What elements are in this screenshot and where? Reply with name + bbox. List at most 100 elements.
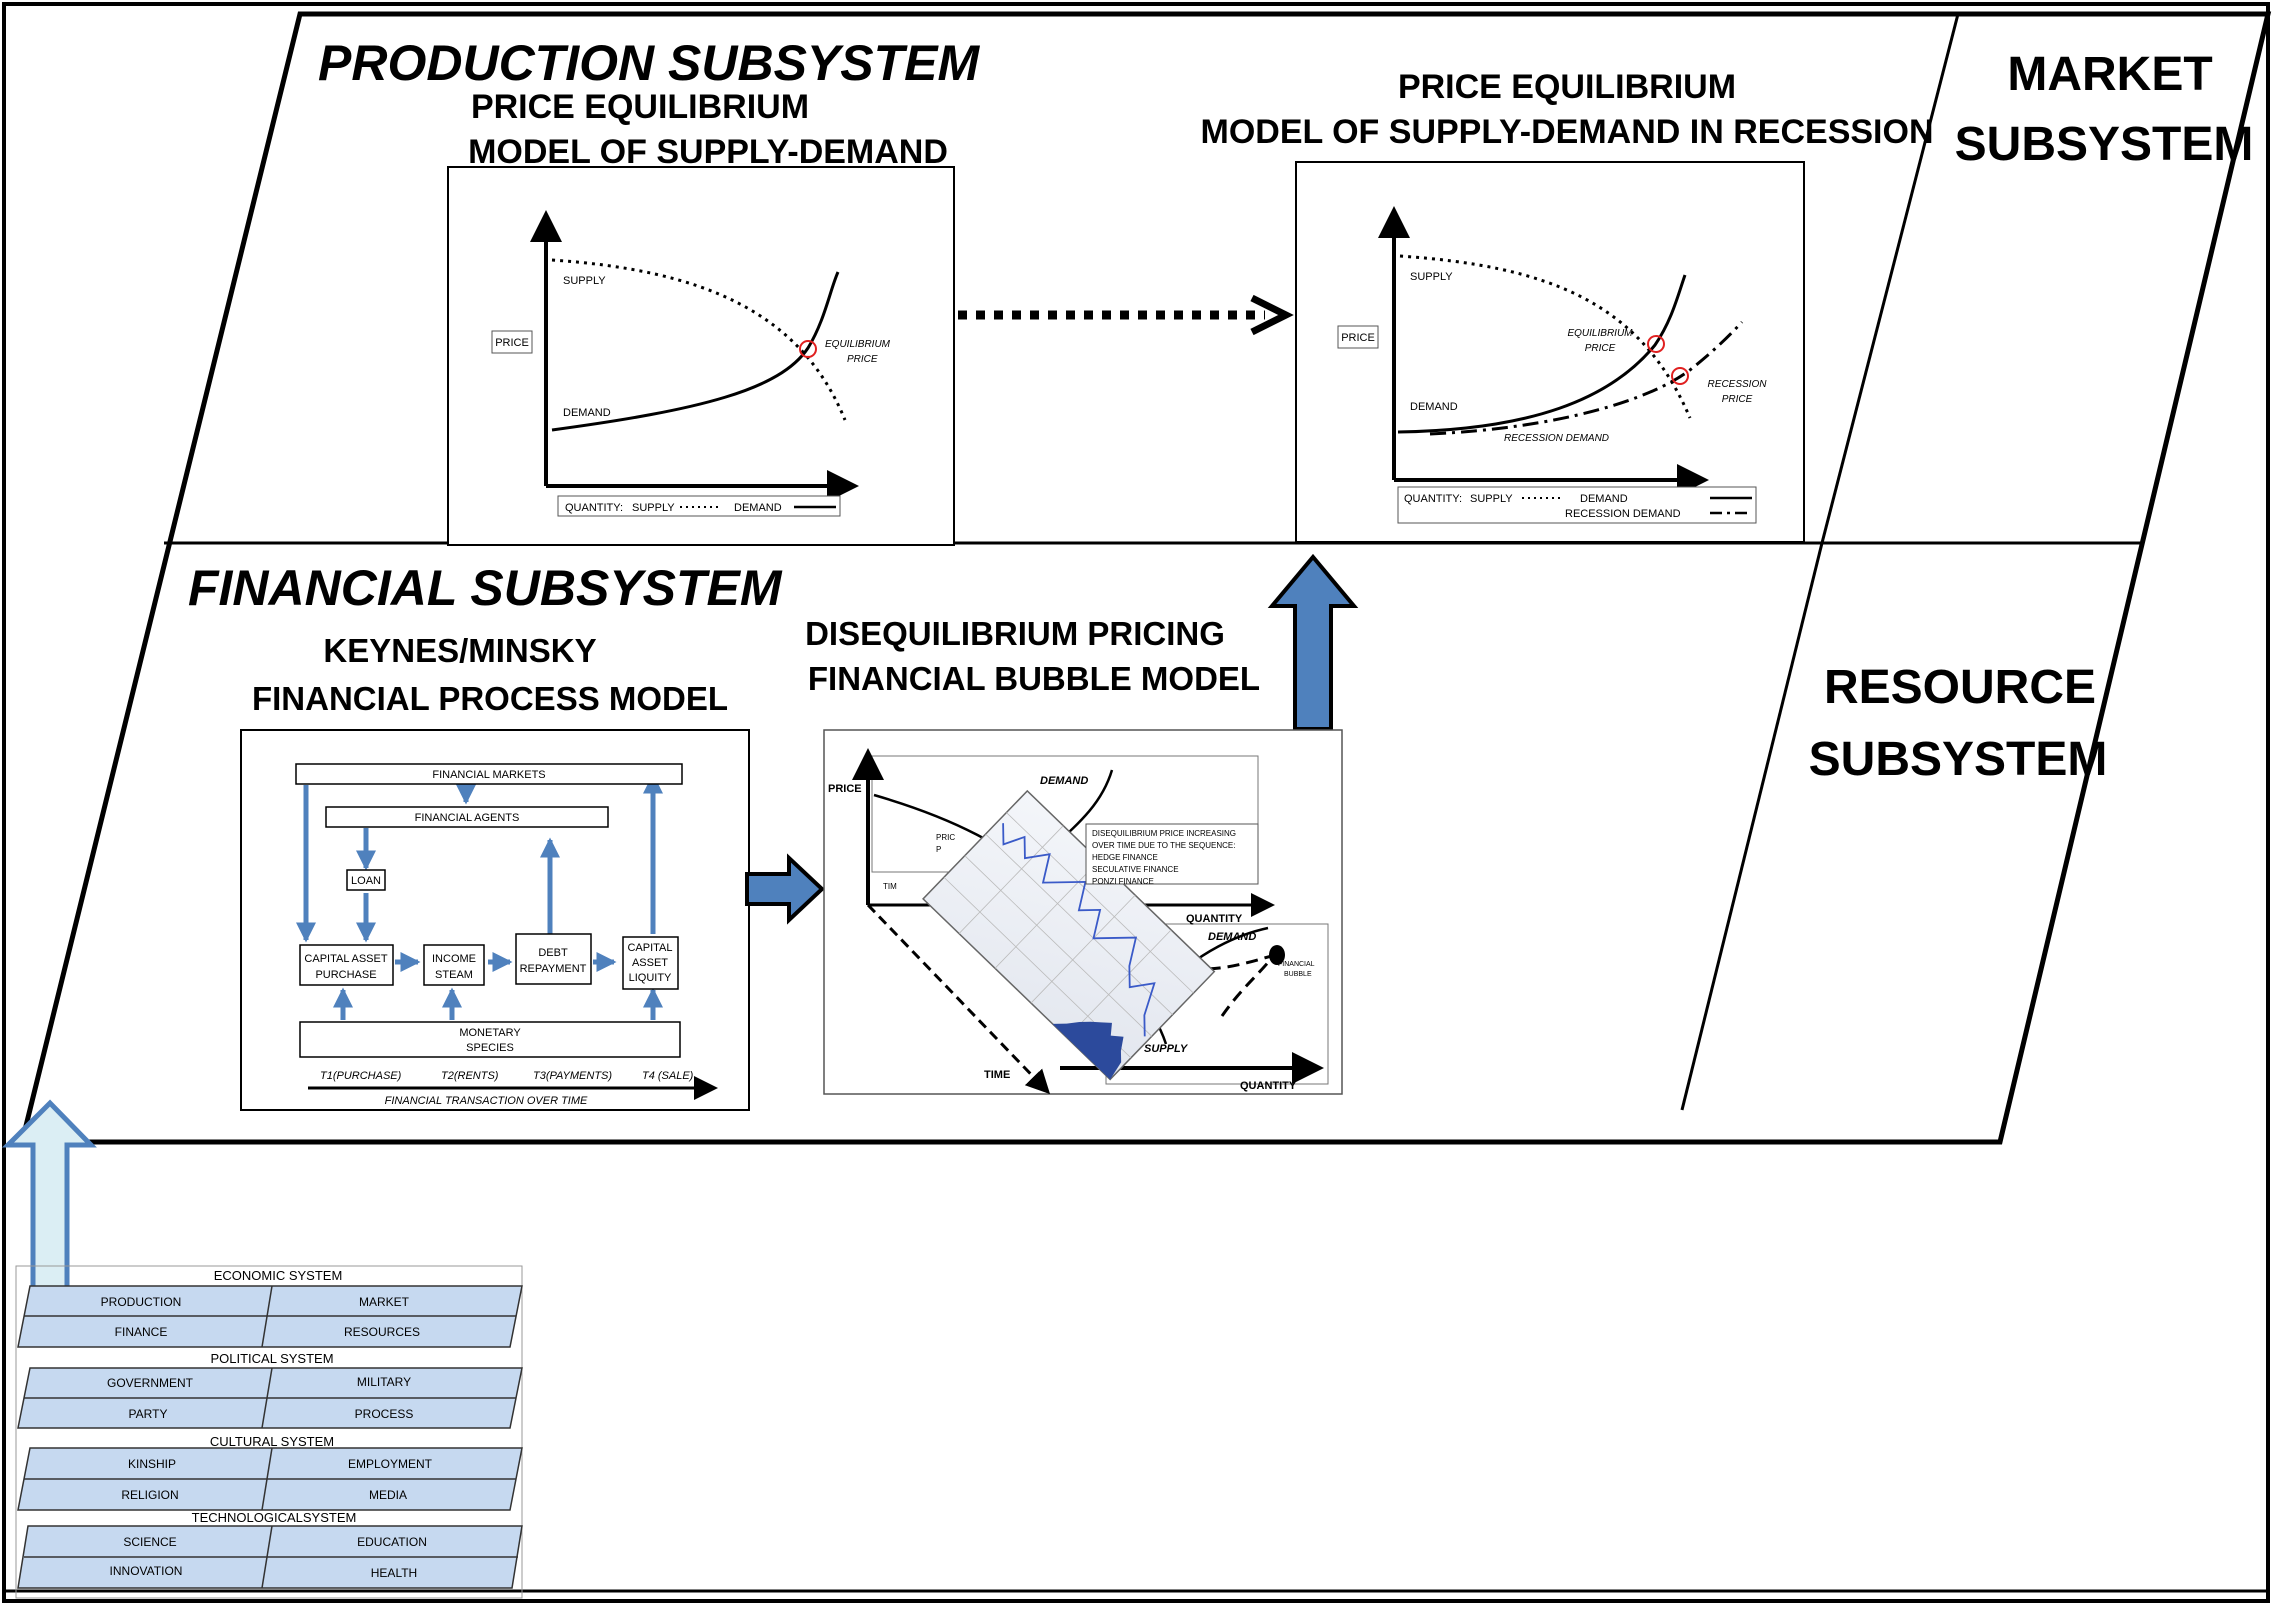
economic-cell-3: FINANCE (115, 1325, 168, 1339)
technological-cell-1: SCIENCE (123, 1535, 176, 1549)
equilibrium-marker (799, 340, 817, 358)
bubble-note-1: DISEQUILIBRIUM PRICE INCREASING (1092, 829, 1236, 838)
box-financial-markets (295, 763, 683, 785)
recession-demand-shifted-curve (1429, 320, 1744, 436)
recession-title-2: MODEL OF SUPPLY-DEMAND IN RECESSION (1201, 113, 1934, 151)
market-label-2: SUBSYSTEM (1955, 118, 2254, 171)
recession-eq-label-2: PRICE (1585, 343, 1616, 354)
divider-resource (1680, 542, 1824, 1111)
equilibrium-label-1: EQUILIBRIUM (825, 339, 891, 350)
supply-demand-chart: PRICE SUPPLY DEMAND EQUILIBRIUM PRICE QU… (447, 166, 955, 546)
box-financial-agents-label: FINANCIAL AGENTS (415, 812, 520, 824)
cultural-cell-2: EMPLOYMENT (348, 1457, 433, 1471)
chart-frame (447, 166, 955, 546)
bubble-note-box (1085, 823, 1259, 885)
recession-legend-demand: DEMAND (1580, 493, 1628, 505)
transaction-time-label: FINANCIAL TRANSACTION OVER TIME (385, 1095, 588, 1107)
financial-title: FINANCIAL SUBSYSTEM (188, 560, 783, 616)
time-t3: T3(PAYMENTS) (533, 1070, 612, 1082)
economic-cell-4: RESOURCES (344, 1325, 420, 1339)
box-loan (346, 869, 386, 891)
recession-legend-box (1397, 486, 1757, 524)
political-cell-4: PROCESS (355, 1407, 414, 1421)
political-system-title: POLITICAL SYSTEM (210, 1351, 333, 1366)
bubble-supply-label: SUPPLY (1144, 1043, 1189, 1055)
box-debt (515, 933, 592, 985)
subsystem-parallelogram (18, 11, 2272, 1145)
recession-legend-supply: SUPPLY (1470, 493, 1513, 505)
box-capital-purchase (299, 944, 394, 986)
financial-model-line2: FINANCIAL PROCESS MODEL (252, 680, 728, 717)
economic-cell-2: MARKET (359, 1295, 410, 1309)
recession-eq-label-1: EQUILIBRIUM (1567, 328, 1633, 339)
production-model-line1: PRICE EQUILIBRIUM (471, 88, 809, 126)
technological-cell-4: HEALTH (371, 1566, 417, 1580)
recession-price-label-1: RECESSION (1708, 379, 1768, 390)
box-financial-agents (325, 806, 609, 828)
dotted-transition-arrowhead (1250, 294, 1294, 336)
bubble-fragment-p: P (936, 845, 941, 854)
technological-cell-2: EDUCATION (357, 1535, 427, 1549)
financial-process-diagram: FINANCIAL MARKETS FINANCIAL AGENTS LOAN … (240, 729, 750, 1111)
financial-model-line1: KEYNES/MINSKY (323, 632, 596, 669)
market-label-1: MARKET (2007, 48, 2212, 101)
box-loan-label: LOAN (351, 875, 381, 887)
economic-cell-1: PRODUCTION (101, 1295, 182, 1309)
recession-legend-recdemand: RECESSION DEMAND (1565, 508, 1681, 520)
bubble-demand-label-2: DEMAND (1208, 931, 1256, 943)
time-t1: T1(PURCHASE) (320, 1070, 402, 1082)
box-income-label-1: INCOME (432, 953, 476, 965)
bubble-note-2: OVER TIME DUE TO THE SEQUENCE: (1092, 841, 1235, 850)
bubble-title-1: DISEQUILIBRIUM PRICING (805, 615, 1225, 652)
time-t4: T4 (SALE) (642, 1070, 694, 1082)
political-cell-2: MILITARY (357, 1375, 411, 1389)
recession-supply-label: SUPPLY (1410, 271, 1453, 283)
box-debt-label-2: REPAYMENT (520, 963, 587, 975)
box-capital-purchase-label-1: CAPITAL ASSET (304, 953, 387, 965)
recession-equilibrium-marker (1647, 335, 1665, 353)
technological-cell-3: INNOVATION (110, 1564, 183, 1578)
price-label-box (491, 330, 533, 354)
bubble-note-5: PONZI FINANCE (1092, 877, 1154, 886)
bubble-title-2: FINANCIAL BUBBLE MODEL (808, 660, 1260, 697)
price-label: PRICE (495, 337, 529, 349)
box-monetary (299, 1021, 681, 1058)
resource-label-1: RESOURCE (1824, 661, 2096, 714)
financial-bubble-label-1: FINANCIAL (1278, 961, 1315, 968)
box-income-label-2: STEAM (435, 969, 473, 981)
box-capital-purchase-label-2: PURCHASE (315, 969, 376, 981)
recession-price-marker (1671, 367, 1689, 385)
bubble-to-recession-arrow (1267, 553, 1359, 731)
bubble-time-label: TIME (984, 1069, 1010, 1081)
rotated-volume-series (1052, 1021, 1124, 1080)
rotated-price-chart (922, 789, 1216, 1081)
box-liquidity-label-3: LIQUITY (629, 972, 672, 984)
recession-price-label-box (1337, 325, 1379, 349)
resource-label-2: SUBSYSTEM (1809, 733, 2108, 786)
demand-label: DEMAND (563, 407, 611, 419)
recession-price-label: PRICE (1341, 332, 1375, 344)
box-debt-label-1: DEBT (538, 947, 568, 959)
box-income (423, 944, 485, 986)
recession-supply-curve (1399, 254, 1692, 419)
bubble-quantity-label-upper: QUANTITY (1186, 913, 1243, 925)
financial-bubble-marker (1269, 945, 1285, 965)
box-liquidity-label-2: ASSET (632, 957, 668, 969)
systems-stack: ECONOMIC SYSTEM PRODUCTION MARKET FINANC… (15, 1265, 523, 1599)
demand-curve (551, 271, 840, 432)
rotated-price-series (1002, 823, 1156, 1037)
financial-to-bubble-arrow (745, 853, 825, 925)
production-model-line2: MODEL OF SUPPLY-DEMAND (468, 133, 948, 171)
box-liquidity (622, 936, 679, 990)
cultural-cell-3: RELIGION (121, 1488, 178, 1502)
box-liquidity-label-1: CAPITAL (627, 942, 672, 954)
stack-outline (15, 1265, 523, 1599)
bubble-quantity-label-lower: QUANTITY (1240, 1080, 1297, 1092)
supply-label: SUPPLY (563, 275, 606, 287)
bubble-time-axis (866, 903, 1051, 1095)
supply-curve (551, 258, 847, 421)
political-cell-3: PARTY (129, 1407, 168, 1421)
bubble-fragment-tim: TIM (883, 882, 897, 891)
recession-demand-label: DEMAND (1410, 401, 1458, 413)
